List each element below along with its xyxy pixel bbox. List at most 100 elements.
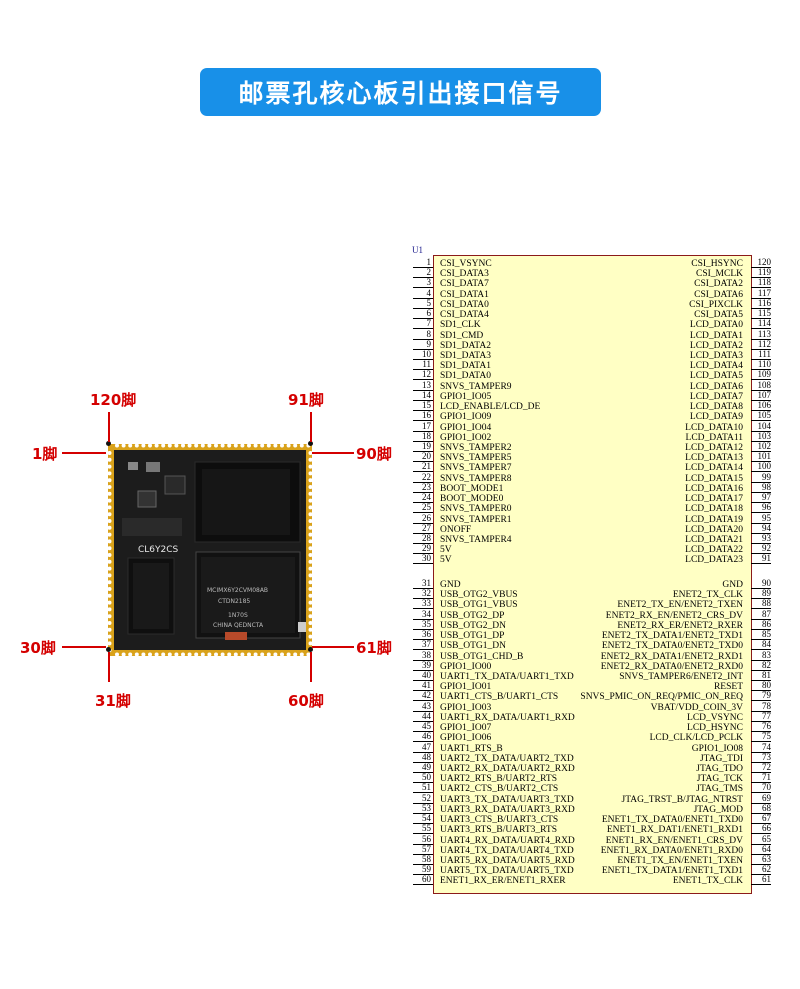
castellation <box>107 559 112 564</box>
pin-number: 87 <box>762 608 771 619</box>
pin-stub <box>751 588 771 589</box>
castellation <box>308 546 313 551</box>
castellation <box>308 587 313 591</box>
pin-number: 112 <box>757 338 771 349</box>
castellation <box>308 478 313 483</box>
pin-stub <box>751 710 771 712</box>
castellation <box>308 553 313 557</box>
pin-number: 46 <box>422 731 431 742</box>
castellation <box>308 471 313 476</box>
pin-stub <box>751 618 771 620</box>
castellation <box>308 505 313 510</box>
pin-stub <box>413 379 433 381</box>
castellation <box>286 443 291 448</box>
pin-stub <box>413 491 433 493</box>
pin-number: 80 <box>762 680 771 691</box>
leader-line <box>310 412 312 442</box>
pin-signal-left: USB_OTG1_VBUS <box>440 600 518 611</box>
pin-stub <box>413 267 433 268</box>
pin-number: 85 <box>762 629 771 640</box>
pin-signal-left: GPIO1_IO00 <box>440 661 492 672</box>
pin-signal-right: LCD_DATA0 <box>689 320 743 331</box>
pin-signal-right: LCD_VSYNC <box>687 712 743 723</box>
pin-number: 23 <box>422 481 431 492</box>
pin-signal-right: CSI_PIXCLK <box>689 299 743 310</box>
cpu-chip-top <box>201 557 295 633</box>
pin-number: 13 <box>422 379 431 390</box>
castellation <box>233 443 238 448</box>
test-pad <box>298 622 306 632</box>
pin-number: 73 <box>762 751 771 762</box>
pin-number: 66 <box>762 823 771 834</box>
pin-stub <box>413 741 433 743</box>
castellation <box>187 443 192 448</box>
pin-number: 39 <box>422 659 431 670</box>
castellation <box>308 451 313 455</box>
castellation <box>200 652 205 657</box>
castellation <box>167 652 172 657</box>
pin-signal-left: CSI_DATA4 <box>440 310 489 321</box>
pin-number: 99 <box>762 471 771 482</box>
pin-number: 97 <box>762 492 771 503</box>
pin-number: 109 <box>757 369 772 380</box>
castellation <box>128 443 133 448</box>
pin-signal-left: BOOT_MODE0 <box>440 494 504 505</box>
pin-signal-left: SNVS_TAMPER7 <box>440 463 512 474</box>
pin-stub <box>413 710 433 712</box>
pin-number: 4 <box>426 287 432 298</box>
castellation <box>107 525 112 530</box>
pin-stub <box>413 700 433 702</box>
castellation <box>107 607 112 612</box>
pin-stub <box>413 287 433 289</box>
pin-number: 52 <box>422 792 431 803</box>
pin-stub <box>751 328 771 330</box>
pin-number: 28 <box>422 532 431 543</box>
castellation <box>306 652 311 657</box>
pin-signal-left: UART5_RX_DATA/UART5_RXD <box>440 855 575 866</box>
pin-number: 88 <box>762 598 771 609</box>
pin-number: 77 <box>762 710 771 721</box>
castellation <box>148 652 152 657</box>
pin-number: 40 <box>422 669 431 680</box>
pin-stub <box>413 553 433 555</box>
pin-number: 70 <box>762 782 771 793</box>
pin-stub <box>751 771 771 773</box>
pin-number: 9 <box>426 338 432 349</box>
corner-dot <box>308 441 313 446</box>
pin-signal-right: SNVS_PMIC_ON_REQ/PMIC_ON_REQ <box>580 692 743 703</box>
pin-signal-left: UART3_TX_DATA/UART3_TXD <box>440 794 574 805</box>
pin-signal-right: GPIO1_IO08 <box>691 743 743 754</box>
pin-signal-right: ENET1_RX_EN/ENET1_CRS_DV <box>605 835 743 846</box>
castellation <box>214 443 218 448</box>
pin-signal-left: USB_OTG1_CHD_B <box>440 651 524 662</box>
pin-stub <box>751 649 771 651</box>
component-row <box>122 518 182 536</box>
pin-stub <box>751 608 771 610</box>
pin-signal-right: JTAG_MOD <box>693 804 743 815</box>
pin-stub <box>751 792 771 794</box>
castellation <box>107 573 112 578</box>
leader-line <box>312 646 354 648</box>
pin-number: 47 <box>422 741 431 752</box>
pin-number: 84 <box>762 639 771 650</box>
pin-number: 119 <box>757 267 771 278</box>
pin-signal-right: LCD_HSYNC <box>687 723 743 734</box>
pin-number: 96 <box>762 502 771 513</box>
castellation <box>308 525 313 530</box>
pin-signal-left: UART3_RX_DATA/UART3_RXD <box>440 804 575 815</box>
pin-stub <box>413 410 433 412</box>
pin-stub <box>751 598 771 600</box>
pin-signal-left: GPIO1_IO07 <box>440 723 492 734</box>
pin-stub <box>751 512 771 514</box>
castellation <box>308 600 313 605</box>
pin-stub <box>751 338 771 340</box>
pin-signal-left: ONOFF <box>440 524 472 535</box>
pin-signal-right: LCD_DATA1 <box>689 330 743 341</box>
castellation <box>107 553 112 557</box>
pin-stub <box>751 553 771 555</box>
pin-number: 108 <box>757 379 772 390</box>
pin-number: 48 <box>422 751 431 762</box>
castellation <box>308 532 313 537</box>
pin-number: 6 <box>426 308 432 319</box>
page-title: 邮票孔核心板引出接口信号 <box>200 68 601 116</box>
